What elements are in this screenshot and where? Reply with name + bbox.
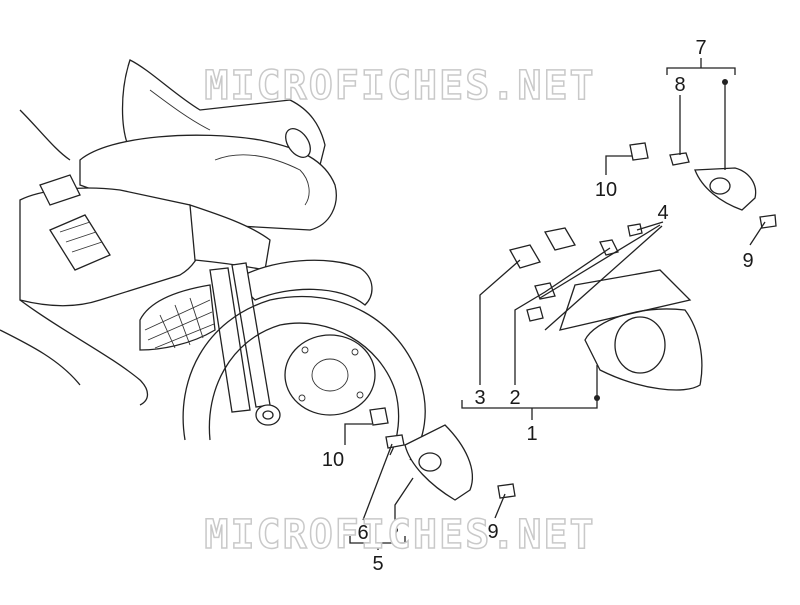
- disc-hole: [298, 394, 306, 402]
- spring-clip-left: [369, 407, 389, 426]
- callout-label-c10b: 10: [322, 449, 344, 471]
- fork-leg-left: [209, 267, 251, 413]
- brake-disc: [284, 334, 376, 416]
- headlamp-assembly: [509, 223, 703, 391]
- dot-marker: [392, 527, 398, 533]
- screw-9-left: [497, 483, 516, 499]
- headlight-badge: [285, 128, 311, 158]
- axle-nut: [262, 410, 274, 420]
- radiator-grille: [139, 284, 216, 351]
- inner-fairing: [189, 204, 271, 271]
- headlamp-lens: [614, 316, 666, 374]
- indicator-bulb-left: [418, 452, 442, 472]
- indicator-assembly-left: [369, 407, 516, 501]
- bulb-h7-b: [543, 227, 577, 251]
- fairing-edge: [19, 109, 71, 161]
- disc-hole: [351, 348, 359, 356]
- callout-label-c7: 7: [695, 37, 706, 59]
- leader-lines: [344, 58, 766, 550]
- callout-label-c6: 6: [357, 522, 368, 544]
- grille-mesh: [144, 297, 215, 349]
- screw-6: [385, 434, 405, 449]
- callout-label-c9a: 9: [742, 250, 753, 272]
- brake-disc-hub: [311, 358, 349, 392]
- side-vent-lower: [49, 214, 111, 271]
- side-fairing-panel: [19, 187, 203, 307]
- front-tyre-inner: [208, 322, 400, 456]
- indicator-assembly-right: [629, 142, 777, 229]
- disc-hole: [301, 346, 309, 354]
- headlamp-bracket: [559, 269, 692, 331]
- spring-clip-right: [629, 142, 649, 161]
- dot-marker: [722, 79, 728, 85]
- dot-marker: [594, 395, 600, 401]
- callout-label-c8: 8: [674, 74, 685, 96]
- callout-label-c10a: 10: [595, 179, 617, 201]
- screw-headlamp: [526, 306, 544, 322]
- callout-label-c9b: 9: [487, 521, 498, 543]
- front-fender: [233, 259, 373, 306]
- callout-label-c5: 5: [372, 553, 383, 575]
- lower-body-line: [19, 299, 149, 406]
- side-vent-upper: [39, 174, 81, 206]
- fairing-crease: [214, 154, 310, 206]
- callout-label-c1: 1: [526, 423, 537, 445]
- windscreen-inner: [149, 89, 211, 131]
- bracket-1: [461, 400, 598, 409]
- motorcycle-front-illustration: [0, 59, 426, 461]
- rear-fairing-line: [0, 329, 81, 386]
- disc-hole: [356, 391, 364, 399]
- screw-4: [627, 223, 643, 237]
- indicator-bulb-right: [709, 177, 731, 195]
- screw-8: [669, 152, 690, 166]
- vent-slats: [59, 221, 103, 253]
- front-tyre-outer: [182, 295, 426, 461]
- callout-label-c4: 4: [657, 202, 668, 224]
- screw-9-right: [759, 214, 777, 229]
- callout-label-c3: 3: [474, 387, 485, 409]
- callout-label-c2: 2: [509, 387, 520, 409]
